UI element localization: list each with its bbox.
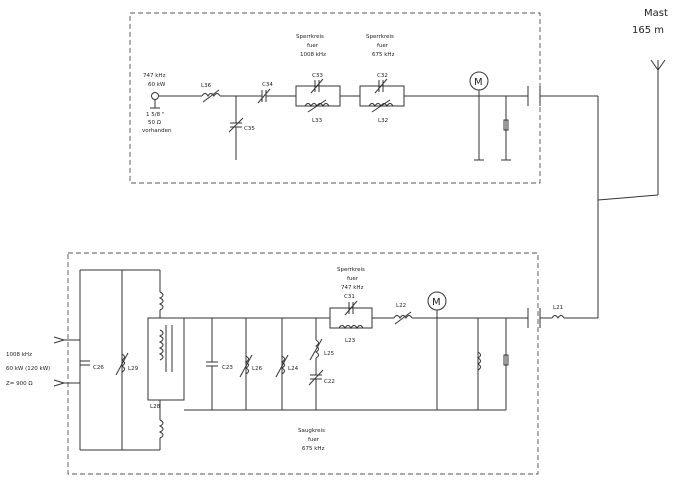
top-input-connector bbox=[150, 92, 160, 109]
C35-capacitor bbox=[228, 117, 244, 160]
top-input-cable: 1 5/8 " bbox=[146, 112, 164, 118]
mast-height: 165 m bbox=[632, 25, 664, 36]
coil-right bbox=[477, 351, 481, 371]
meter-icon-bottom: M bbox=[427, 291, 447, 318]
label-L24: L24 bbox=[288, 366, 299, 372]
svg-text:M: M bbox=[432, 297, 441, 308]
L29-coil bbox=[115, 352, 129, 376]
L25-coil bbox=[309, 338, 323, 361]
L36-coil bbox=[201, 89, 221, 103]
label-C22: C22 bbox=[324, 379, 335, 385]
trap-bottom-line2: fuer bbox=[347, 276, 359, 282]
label-C35: C35 bbox=[244, 126, 255, 132]
suction-line1: Saugkreis bbox=[298, 428, 325, 434]
trap-bottom-line1: Sperrkreis bbox=[337, 267, 365, 273]
coil-lower bbox=[158, 419, 164, 439]
label-C26: C26 bbox=[93, 365, 104, 371]
L21-coil bbox=[551, 315, 565, 319]
trap-top2 bbox=[359, 78, 405, 113]
label-L23: L23 bbox=[345, 338, 356, 344]
antenna-icon bbox=[650, 59, 666, 195]
C23-capacitor bbox=[206, 361, 218, 367]
suction-line3: 675 kHz bbox=[302, 446, 325, 452]
trap-top2-line2: fuer bbox=[377, 43, 389, 49]
bottom-input-power: 60 kW (120 kW) bbox=[6, 366, 50, 372]
label-L29: L29 bbox=[128, 366, 139, 372]
L26-coil bbox=[239, 354, 253, 378]
label-L22: L22 bbox=[396, 303, 406, 309]
label-L26: L26 bbox=[252, 366, 263, 372]
bottom-input-imp: Z= 900 Ω bbox=[6, 381, 33, 387]
trap-top2-line3: 675 kHz bbox=[372, 52, 395, 58]
bottom-input-freq: 1008 kHz bbox=[6, 352, 32, 358]
trap-top2-line1: Sperrkreis bbox=[366, 34, 394, 40]
switch-top bbox=[503, 119, 509, 131]
coil-upper bbox=[158, 291, 164, 311]
label-C31: C31 bbox=[344, 294, 355, 300]
trap-top1-line3: 1008 kHz bbox=[300, 52, 326, 58]
bottom-input-connectors bbox=[53, 336, 80, 387]
top-input-note: vorhanden bbox=[142, 128, 172, 134]
bottom-unit-box bbox=[67, 252, 539, 475]
svg-text:M: M bbox=[474, 77, 483, 88]
L22-coil bbox=[393, 311, 413, 325]
feedthrough-top bbox=[527, 86, 541, 106]
meter-icon-top: M bbox=[469, 71, 489, 96]
trap-top1-line1: Sperrkreis bbox=[296, 34, 324, 40]
label-L28: L28 bbox=[150, 404, 161, 410]
label-L36: L36 bbox=[201, 83, 212, 89]
L28-coil bbox=[158, 329, 164, 361]
switch-bottom bbox=[503, 354, 509, 366]
mast-label: Mast bbox=[644, 8, 668, 19]
label-L25: L25 bbox=[324, 351, 335, 357]
trap-top1-line2: fuer bbox=[307, 43, 319, 49]
label-C33: C33 bbox=[312, 73, 323, 79]
label-C32: C32 bbox=[377, 73, 388, 79]
trap-top1 bbox=[295, 78, 341, 113]
label-L33: L33 bbox=[312, 118, 323, 124]
top-input-imp: 50 Ω bbox=[148, 120, 161, 126]
label-C23: C23 bbox=[222, 365, 233, 371]
C26-capacitor bbox=[80, 360, 90, 366]
label-C34: C34 bbox=[262, 82, 273, 88]
transformer-frame bbox=[147, 317, 185, 401]
trap-bottom bbox=[329, 300, 373, 329]
label-L32: L32 bbox=[378, 118, 388, 124]
top-input-freq: 747 kHz bbox=[143, 73, 166, 79]
label-L21: L21 bbox=[553, 305, 563, 311]
mast-feed-line bbox=[597, 194, 659, 201]
L24-coil bbox=[275, 354, 289, 378]
suction-line2: fuer bbox=[308, 437, 320, 443]
top-input-power: 60 kW bbox=[148, 82, 166, 88]
trap-bottom-line3: 747 kHz bbox=[341, 285, 364, 291]
top-unit-box bbox=[129, 12, 541, 184]
